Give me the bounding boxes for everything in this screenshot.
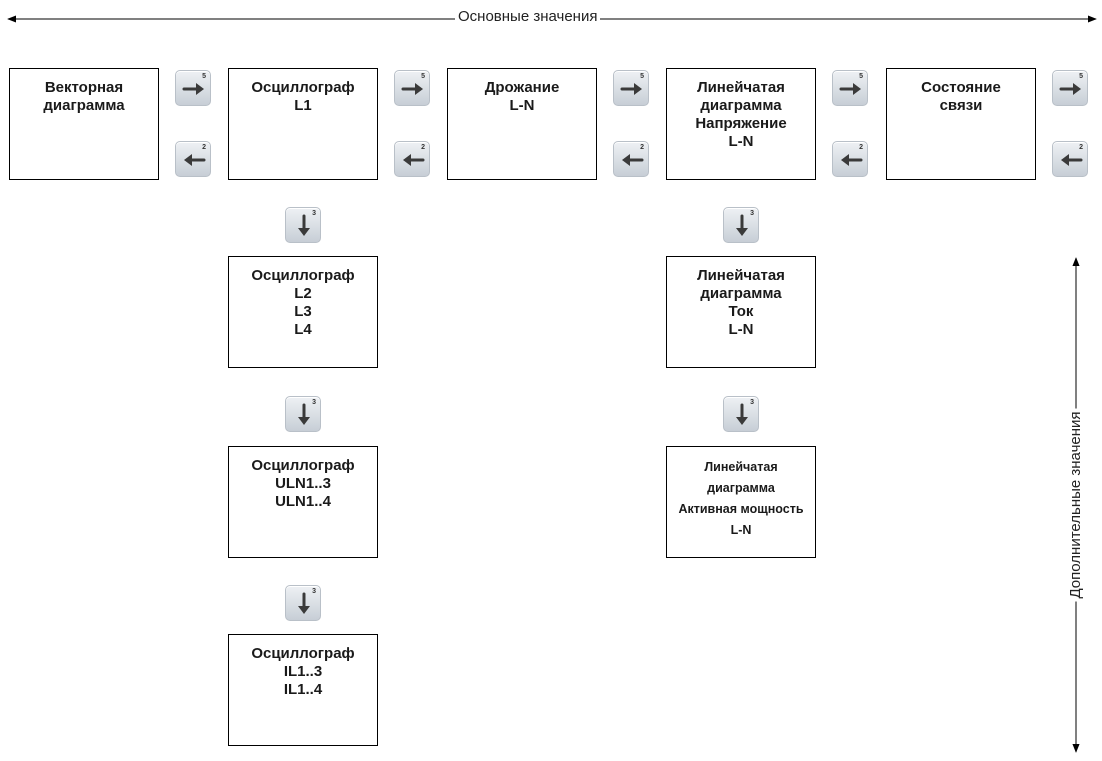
key-number: 3 [312,210,316,217]
key-number: 2 [640,144,644,151]
key-number: 2 [859,144,863,151]
box-text-line: Векторная [44,79,124,96]
box-text-line: L-N [730,523,752,537]
arrow-right-icon [839,83,861,95]
arrow-left-icon [841,154,863,166]
arrow-down-icon [298,214,310,236]
key-number: 2 [202,144,206,151]
box-text-line: Активная мощность [678,502,804,516]
key-number: 2 [1079,144,1083,151]
box-text-line: Осциллограф [251,457,355,474]
box-text-line: диаграмма [707,481,775,495]
arrow-left-icon [403,154,425,166]
box-text-line: Линейчатая [704,460,778,474]
arrow-left-icon [184,154,206,166]
box-text-line: L-N [509,97,535,114]
box-text-line: L2 [294,285,312,302]
down-key[interactable]: 3 [723,396,759,432]
box-text-line: L3 [294,303,312,320]
arrow-left-icon [1061,154,1083,166]
box-text-line: IL1..4 [283,681,323,698]
box-text-line: ULN1..4 [275,493,331,510]
box-text-line: Напряжение [695,115,787,132]
box-text-line: Ток [728,303,754,320]
arrow-right-icon [182,83,204,95]
key-number: 5 [640,73,644,80]
key-number: 5 [202,73,206,80]
key-number: 3 [750,399,754,406]
box-text-line: диаграмма [700,285,782,302]
next-key-right[interactable]: 5 [175,70,211,106]
next-key-right[interactable]: 5 [394,70,430,106]
next-key-right[interactable]: 5 [1052,70,1088,106]
down-key[interactable]: 3 [285,207,321,243]
arrow-down-icon [736,403,748,425]
box-text-line: диаграмма [43,97,125,114]
down-key[interactable]: 3 [285,585,321,621]
box-text-line: Осциллограф [251,79,355,96]
prev-key-left[interactable]: 2 [613,141,649,177]
prev-key-left[interactable]: 2 [832,141,868,177]
down-key[interactable]: 3 [285,396,321,432]
key-number: 3 [312,399,316,406]
box-text-line: L-N [728,321,754,338]
box-text-line: Линейчатая [697,267,785,284]
key-number: 2 [421,144,425,151]
box-text-line: Осциллограф [251,645,355,662]
prev-key-left[interactable]: 2 [394,141,430,177]
box-text-line: Дрожание [484,79,560,96]
box-text-line: ULN1..3 [275,475,331,492]
box-text-line: L4 [294,321,312,338]
arrow-down-icon [298,403,310,425]
prev-key-left[interactable]: 2 [1052,141,1088,177]
arrow-down-icon [298,592,310,614]
key-number: 3 [750,210,754,217]
arrow-right-icon [401,83,423,95]
arrow-down-icon [736,214,748,236]
box-text-line: связи [939,97,983,114]
main-values-label: Основные значения [455,8,601,26]
arrow-right-icon [620,83,642,95]
down-key[interactable]: 3 [723,207,759,243]
box-text-line: IL1..3 [283,663,323,680]
key-number: 3 [312,588,316,595]
box-text-line: Осциллограф [251,267,355,284]
arrow-right-icon [1059,83,1081,95]
extra-values-label: Дополнительные значения [1067,408,1085,602]
next-key-right[interactable]: 5 [613,70,649,106]
box-text-line: Состояние [921,79,1001,96]
box-text-line: L-N [728,133,754,150]
box-text-line: L1 [294,97,312,114]
arrow-left-icon [622,154,644,166]
key-number: 5 [1079,73,1083,80]
box-text-line: диаграмма [700,97,782,114]
next-key-right[interactable]: 5 [832,70,868,106]
key-number: 5 [421,73,425,80]
prev-key-left[interactable]: 2 [175,141,211,177]
key-number: 5 [859,73,863,80]
box-text-line: Линейчатая [697,79,785,96]
